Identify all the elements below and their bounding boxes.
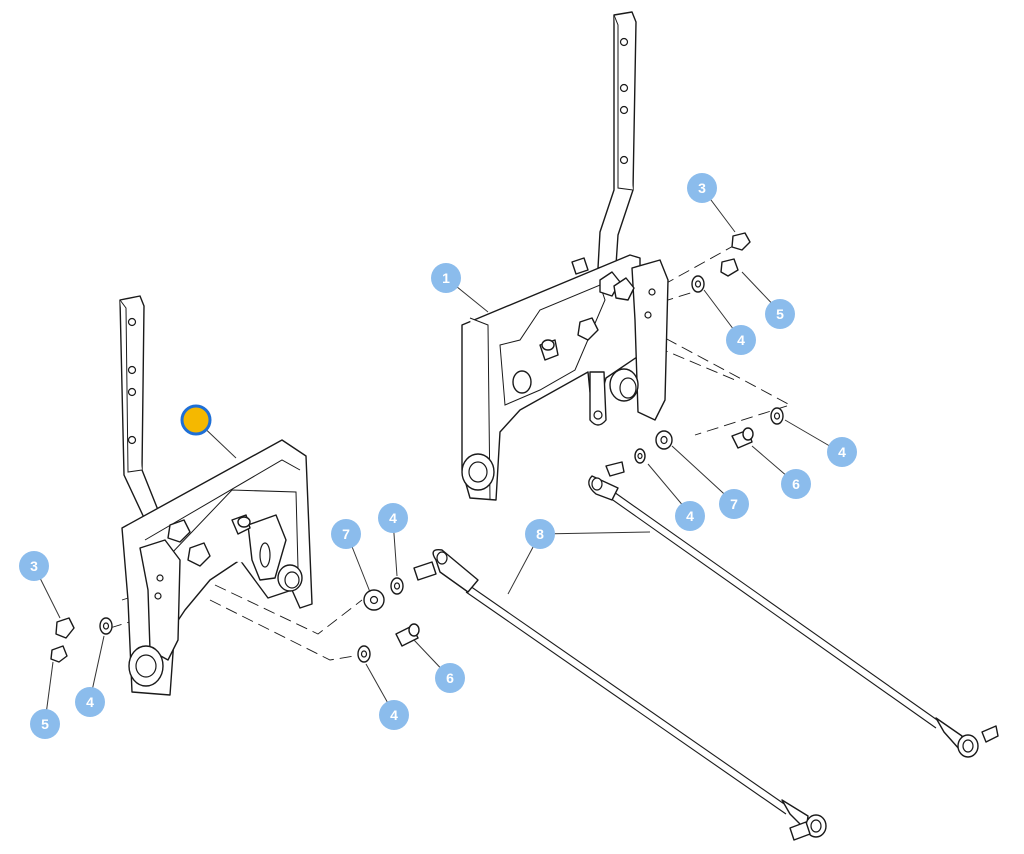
linkage-rods: [413, 461, 999, 841]
callout-label: 4: [389, 510, 397, 526]
callout-6-left[interactable]: 6: [435, 663, 465, 693]
right-lever-assembly: [461, 11, 792, 501]
callout-4-left[interactable]: 4: [75, 687, 105, 717]
callout-3-left[interactable]: 3: [19, 551, 49, 581]
callout-label: 5: [776, 306, 784, 322]
callout-label: 6: [792, 476, 800, 492]
callout-5-left[interactable]: 5: [30, 709, 60, 739]
callout-3-right[interactable]: 3: [687, 173, 717, 203]
callout-label: 1: [442, 270, 450, 286]
callout-4-right-mid[interactable]: 4: [827, 437, 857, 467]
callout-5-right[interactable]: 5: [765, 299, 795, 329]
callout-4-right-low[interactable]: 4: [675, 501, 705, 531]
callout-1[interactable]: 1: [431, 263, 461, 293]
callout-4-right-top[interactable]: 4: [726, 325, 756, 355]
callout-label: 7: [730, 496, 738, 512]
callout-label: 7: [342, 526, 350, 542]
callout-7-left[interactable]: 7: [331, 519, 361, 549]
callout-label: 3: [698, 180, 706, 196]
callout-label: 4: [86, 694, 94, 710]
callout-label: 4: [390, 707, 398, 723]
callout-4-left-top[interactable]: 4: [378, 503, 408, 533]
callout-label: 4: [686, 508, 694, 524]
right-handle: [597, 11, 637, 269]
callout-label: 3: [30, 558, 38, 574]
callout-label: 5: [41, 716, 49, 732]
callout-6-right[interactable]: 6: [781, 469, 811, 499]
left-lever-assembly: [50, 295, 420, 696]
callout-label: 4: [838, 444, 846, 460]
callout-7-right[interactable]: 7: [719, 489, 749, 519]
callout-label: 8: [536, 526, 544, 542]
callout-8[interactable]: 8: [525, 519, 555, 549]
callout-label: 4: [737, 332, 745, 348]
callout-4-left-bottom[interactable]: 4: [379, 700, 409, 730]
callout-label: 6: [446, 670, 454, 686]
selected-marker-icon[interactable]: [180, 404, 212, 436]
